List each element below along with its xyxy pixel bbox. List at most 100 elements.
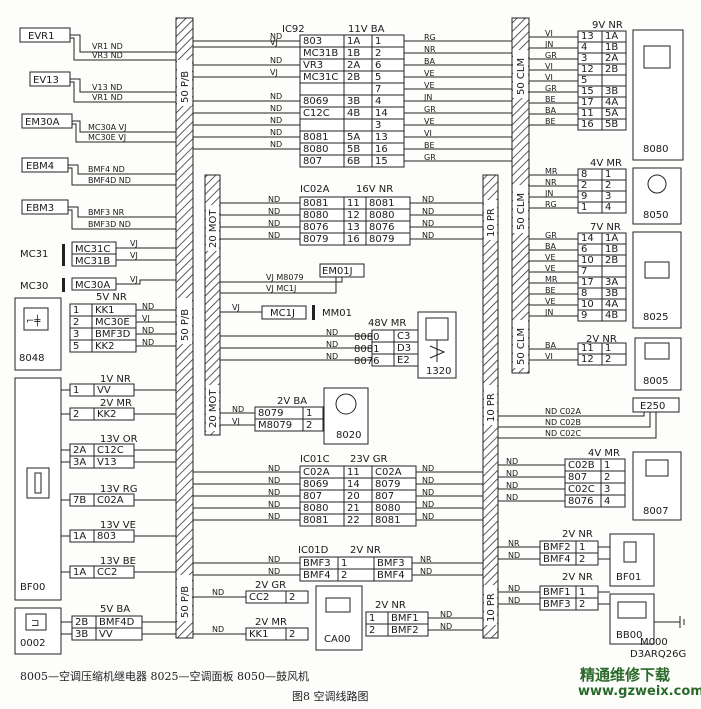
cell-text: 2B xyxy=(605,64,618,75)
cell-text: BMF3D xyxy=(95,329,131,340)
cell-text: 2 xyxy=(604,472,610,483)
cell-text: 8081 xyxy=(303,132,328,143)
svg-text:BMF4D ND: BMF4D ND xyxy=(88,176,131,185)
wire-color: ND xyxy=(506,469,518,478)
cell-text: 4 xyxy=(604,496,610,507)
wire-color: GR xyxy=(424,153,436,162)
cell-text: VV xyxy=(97,385,111,396)
wire-color: GR xyxy=(424,105,436,114)
cell-text: 9 xyxy=(581,191,587,202)
wire-color: VE xyxy=(545,253,556,262)
svg-text:0002: 0002 xyxy=(20,638,45,649)
ground-label: M000 xyxy=(640,637,668,648)
part-mm01: VJ MC1J MM01 xyxy=(220,303,352,320)
bus-20mot: 20 MOT 20 MOT xyxy=(204,174,221,436)
wire-color: ND xyxy=(270,128,282,137)
wire-color: VE xyxy=(545,297,556,306)
cell-text: 3B xyxy=(347,96,360,107)
wire-color: BE xyxy=(424,141,435,150)
part-ev13: EV13 V13 ND VR1 ND xyxy=(29,71,176,103)
svg-text:2V NR: 2V NR xyxy=(562,529,593,540)
cell-text: KK2 xyxy=(97,409,116,420)
wire-color: VJ xyxy=(270,68,278,77)
cell-text: 5B xyxy=(347,144,360,155)
wire-color: ND xyxy=(326,340,338,349)
wire-color: VI xyxy=(545,73,553,82)
cell-text: 1 xyxy=(375,36,381,47)
wire-color: ND xyxy=(506,457,518,466)
svg-text:48V MR: 48V MR xyxy=(368,318,406,329)
cell-text: 1 xyxy=(306,408,312,419)
svg-text:2V BA: 2V BA xyxy=(277,396,307,407)
cell-text: 20 xyxy=(347,491,360,502)
table-cell xyxy=(601,118,627,131)
wire-color: ND xyxy=(142,302,154,311)
cell-text: 2 xyxy=(73,409,79,420)
wire-color: ND xyxy=(268,207,280,216)
cell-text: 1 xyxy=(581,202,587,213)
wire-color: ND xyxy=(268,231,280,240)
svg-text:VR3 ND: VR3 ND xyxy=(92,51,123,60)
svg-text:11V BA: 11V BA xyxy=(348,24,385,35)
cell-text: 2A xyxy=(605,53,618,64)
cell-text: 8080 xyxy=(303,503,328,514)
cell-text: 15 xyxy=(581,86,594,97)
svg-text:5V NR: 5V NR xyxy=(96,292,127,303)
cell-text: BMF4 xyxy=(303,570,331,581)
wire-color: GR xyxy=(545,51,557,60)
wire-color: VI xyxy=(545,352,553,361)
wire-color: ND xyxy=(268,512,280,521)
cell-text: KK2 xyxy=(95,341,114,352)
connector-spec: 1V NR xyxy=(100,374,131,385)
cell-text: 7 xyxy=(375,84,381,95)
svg-text:2V NR: 2V NR xyxy=(562,572,593,583)
cell-text: 7B xyxy=(73,495,86,506)
svg-text:VJ: VJ xyxy=(232,303,240,312)
svg-text:MC30: MC30 xyxy=(20,281,48,292)
cell-text: 3 xyxy=(375,120,381,131)
cell-text: 8079 xyxy=(375,479,400,490)
wire-color: ND xyxy=(326,328,338,337)
wire-color: BE xyxy=(545,95,556,104)
table-cell xyxy=(285,627,309,641)
wire-color: ND xyxy=(212,588,224,597)
bus-10pr: 10 PR 10 PR 10 PR xyxy=(482,174,499,639)
cell-text: BMF4D xyxy=(99,617,135,628)
cell-text: 2 xyxy=(579,554,585,565)
svg-text:8048: 8048 xyxy=(19,353,44,364)
cell-text: 2B xyxy=(347,72,360,83)
wire-color: ND xyxy=(270,140,282,149)
cell-text: 8069 xyxy=(303,96,328,107)
svg-text:16V NR: 16V NR xyxy=(356,184,393,195)
svg-text:IC02A: IC02A xyxy=(300,184,330,195)
svg-text:IC01D: IC01D xyxy=(298,545,329,556)
wire-color: BA xyxy=(545,106,556,115)
cell-text: 1 xyxy=(605,343,611,354)
cell-text: 3B xyxy=(75,629,88,640)
cell-text: 5B xyxy=(605,119,618,130)
table-cell xyxy=(299,118,345,132)
part-em30a: EM30A MC30A VJ MC30E VJ xyxy=(21,113,176,143)
cell-text: 22 xyxy=(347,515,360,526)
cell-text: 807 xyxy=(303,156,322,167)
cell-text: 2B xyxy=(75,617,88,628)
cell-text: 1A xyxy=(73,567,86,578)
cell-text: 8080 xyxy=(354,332,379,343)
cell-text: 13 xyxy=(581,31,594,42)
cell-text: 6 xyxy=(375,60,381,71)
cell-text: 16 xyxy=(375,144,388,155)
svg-text:BB00: BB00 xyxy=(616,630,642,641)
cell-text: 14 xyxy=(581,233,594,244)
wire-color: NR xyxy=(424,45,436,54)
bus-label: 10 PR xyxy=(486,208,497,237)
svg-text:8005: 8005 xyxy=(643,376,668,387)
wire-color: VI xyxy=(545,29,553,38)
table-cell xyxy=(601,309,627,322)
cell-text: MC31C xyxy=(303,72,338,83)
connector-spec: 13V BE xyxy=(100,556,136,567)
cell-text: 1 xyxy=(605,169,611,180)
